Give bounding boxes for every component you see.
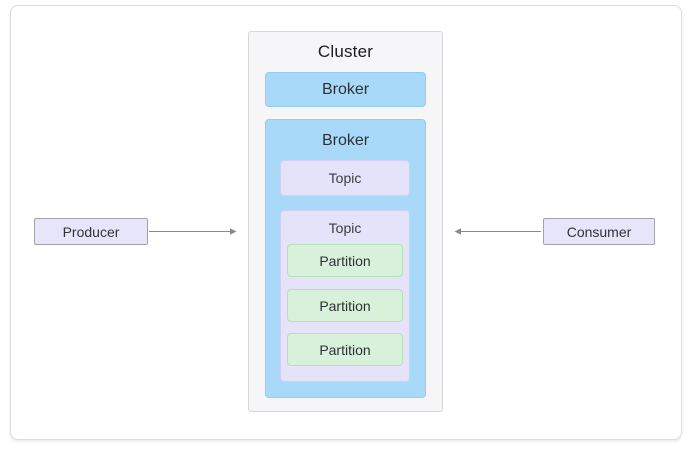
producer-label: Producer: [62, 223, 120, 240]
consumer-node: Consumer: [543, 218, 655, 245]
producer-node: Producer: [34, 218, 148, 245]
topic-node-1: Topic: [280, 160, 410, 196]
partition-2-label: Partition: [319, 297, 371, 314]
partition-node-2: Partition: [287, 289, 403, 322]
topic-node-2: Topic Partition Partition Partition: [280, 210, 410, 382]
topic-2-label: Topic: [328, 220, 362, 236]
broker-node-1: Broker: [265, 72, 426, 107]
broker-node-2: Broker Topic Topic Partition Partition P…: [265, 119, 426, 398]
cluster-title: Cluster: [317, 42, 374, 61]
broker-2-label: Broker: [321, 132, 370, 149]
partition-3-label: Partition: [319, 341, 371, 358]
partition-node-3: Partition: [287, 333, 403, 366]
partition-node-1: Partition: [287, 244, 403, 277]
consumer-label: Consumer: [566, 223, 632, 240]
broker-1-label: Broker: [321, 80, 370, 98]
topic-1-label: Topic: [328, 170, 362, 186]
cluster-container: Cluster Broker Broker Topic Topic Partit…: [248, 31, 443, 412]
partition-1-label: Partition: [319, 252, 371, 269]
